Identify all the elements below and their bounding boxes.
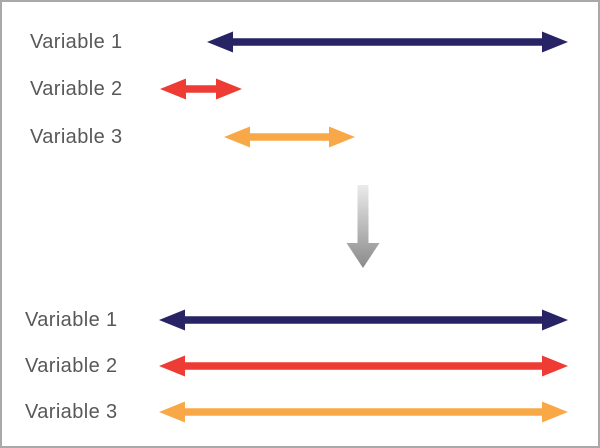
after-variable-3-label: Variable 3 <box>25 401 118 423</box>
after-variable-1-range-arrow <box>159 309 568 331</box>
before-variable-2-label: Variable 2 <box>30 78 123 100</box>
before-variable-3-label: Variable 3 <box>30 126 123 148</box>
after-variable-3-range-arrow <box>159 401 568 423</box>
before-variable-2-range-arrow <box>160 78 242 100</box>
after-variable-2-range-arrow <box>159 355 568 377</box>
before-variable-1-label: Variable 1 <box>30 31 123 53</box>
after-variable-1-label: Variable 1 <box>25 309 118 331</box>
after-variable-2-label: Variable 2 <box>25 355 118 377</box>
before-variable-3-range-arrow <box>224 126 355 148</box>
before-variable-1-range-arrow <box>207 31 568 53</box>
down-arrow-icon <box>346 185 380 268</box>
